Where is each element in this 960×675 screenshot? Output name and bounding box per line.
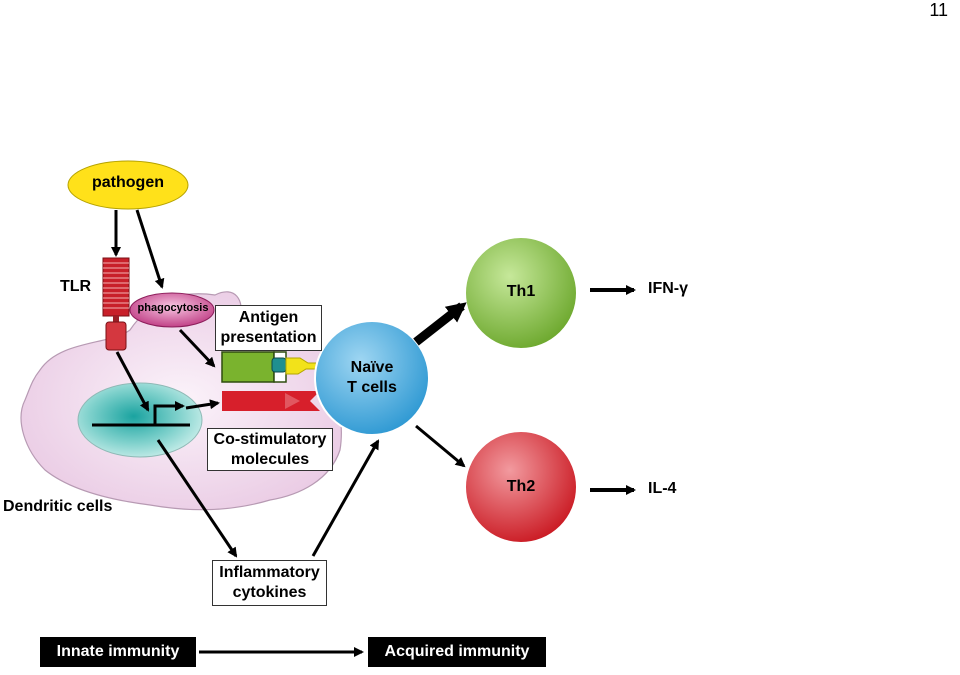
- naive-line2: T cells: [347, 379, 397, 396]
- innate-immunity-bar: Innate immunity: [40, 637, 196, 667]
- promoter-arrow: [153, 401, 185, 425]
- acquired-immunity-bar: Acquired immunity: [368, 637, 546, 667]
- ifn-gamma-label: IFN-γ: [648, 280, 688, 297]
- costimulatory-line1: Co-stimulatory: [213, 431, 327, 448]
- nucleus: [77, 382, 203, 458]
- th1-label: Th1: [506, 283, 536, 300]
- arrow-to-surface: [185, 399, 220, 410]
- inflammatory-line2: cytokines: [232, 584, 307, 601]
- th2-cell: [464, 430, 578, 544]
- antigen-presentation-box: Antigen presentation: [215, 305, 322, 351]
- costimulatory-line2: molecules: [230, 451, 310, 468]
- th2-label: Th2: [506, 478, 536, 495]
- inflammatory-line1: Inflammatory: [219, 564, 320, 581]
- arrow-pathogen-phago: [135, 209, 165, 289]
- naive-line1: Naïve: [350, 359, 394, 376]
- costimulatory-box: Co-stimulatory molecules: [207, 428, 333, 471]
- arrow-cytokines-naive: [311, 439, 380, 557]
- arrow-naive-th2: [415, 424, 466, 468]
- antigen-presentation-line1: Antigen: [238, 309, 299, 326]
- antigen-presentation-line2: presentation: [220, 329, 317, 346]
- il4-label: IL-4: [648, 480, 677, 497]
- pathogen-oval: [67, 160, 189, 210]
- naive-t-cell: [314, 320, 430, 436]
- inflammatory-cytokines-box: Inflammatory cytokines: [212, 560, 327, 606]
- phagocytosis-oval: [129, 292, 215, 328]
- mhc-complex: [221, 351, 321, 383]
- tlr-label: TLR: [60, 278, 92, 295]
- arrow-tlr-nucleus: [115, 351, 150, 412]
- naive-t-cells-label: Naïve T cells: [322, 358, 422, 398]
- costimulatory-molecule: [222, 391, 320, 411]
- phagocytosis-label: phagocytosis: [137, 302, 209, 314]
- dendritic-cells-label: Dendritic cells: [3, 498, 113, 515]
- page-number: 11: [929, 0, 948, 20]
- arrow-naive-th1: [413, 302, 467, 346]
- arrow-phago-antigen: [178, 328, 216, 368]
- th1-cell: [464, 236, 578, 350]
- tlr-receptor: [102, 257, 130, 351]
- pathogen-label: pathogen: [92, 174, 164, 191]
- arrow-nucleus-cytokines: [156, 439, 238, 558]
